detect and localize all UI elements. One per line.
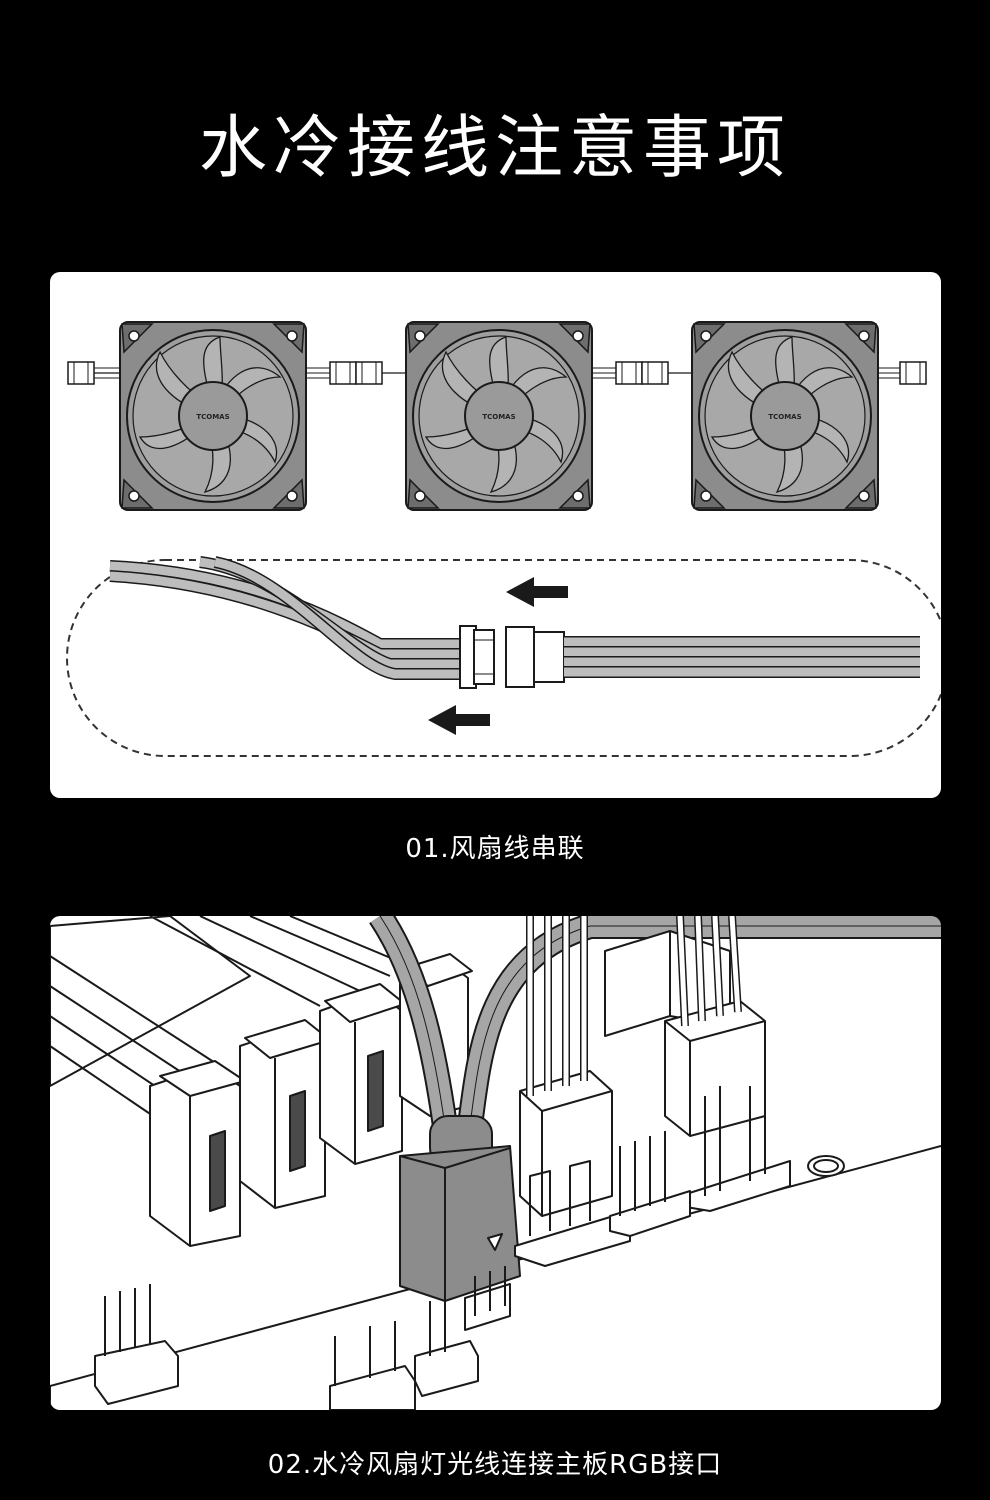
fan-2-right-plug (615, 361, 643, 385)
arrow-right-icon (428, 705, 490, 735)
motherboard-rgb-illustration (50, 916, 941, 1410)
section2-caption: 02.水冷风扇灯光线连接主板RGB接口 (267, 1450, 723, 1480)
fan-3-left-plug (641, 361, 669, 385)
fan-1-brand-label: TCOMAS (196, 413, 229, 421)
ram-slots (50, 916, 473, 1247)
rgb-connector-plug (399, 1115, 521, 1302)
fan-3-brand-label: TCOMAS (768, 413, 801, 421)
page-title: 水冷接线注意事项 (198, 109, 791, 188)
fan-2: TCOMAS (355, 321, 643, 511)
fan-1: TCOMAS (67, 321, 357, 511)
connection-detail (66, 556, 941, 757)
fan-2-brand-label: TCOMAS (482, 413, 515, 421)
fan-3-right-plug (899, 361, 927, 385)
pin1-arrow-icon (487, 1233, 503, 1251)
fan-1-right-plug (329, 361, 357, 385)
front-panel-headers (94, 1284, 479, 1410)
rgb-header (464, 1266, 511, 1331)
fan-1-left-plug (67, 361, 95, 385)
fan-header-middle (609, 1131, 691, 1237)
section1-caption: 01.风扇线串联 (405, 834, 585, 864)
fan-header-right (664, 916, 791, 1212)
arrow-left-icon (506, 577, 568, 607)
fan-2-left-plug (355, 361, 383, 385)
female-connector (505, 626, 565, 688)
fan-series-illustration: TCOMAS TCOMAS TCOMAS (50, 272, 941, 798)
fan-header-center (514, 916, 631, 1267)
male-connector (459, 625, 495, 689)
fan-3: TCOMAS (641, 321, 927, 511)
